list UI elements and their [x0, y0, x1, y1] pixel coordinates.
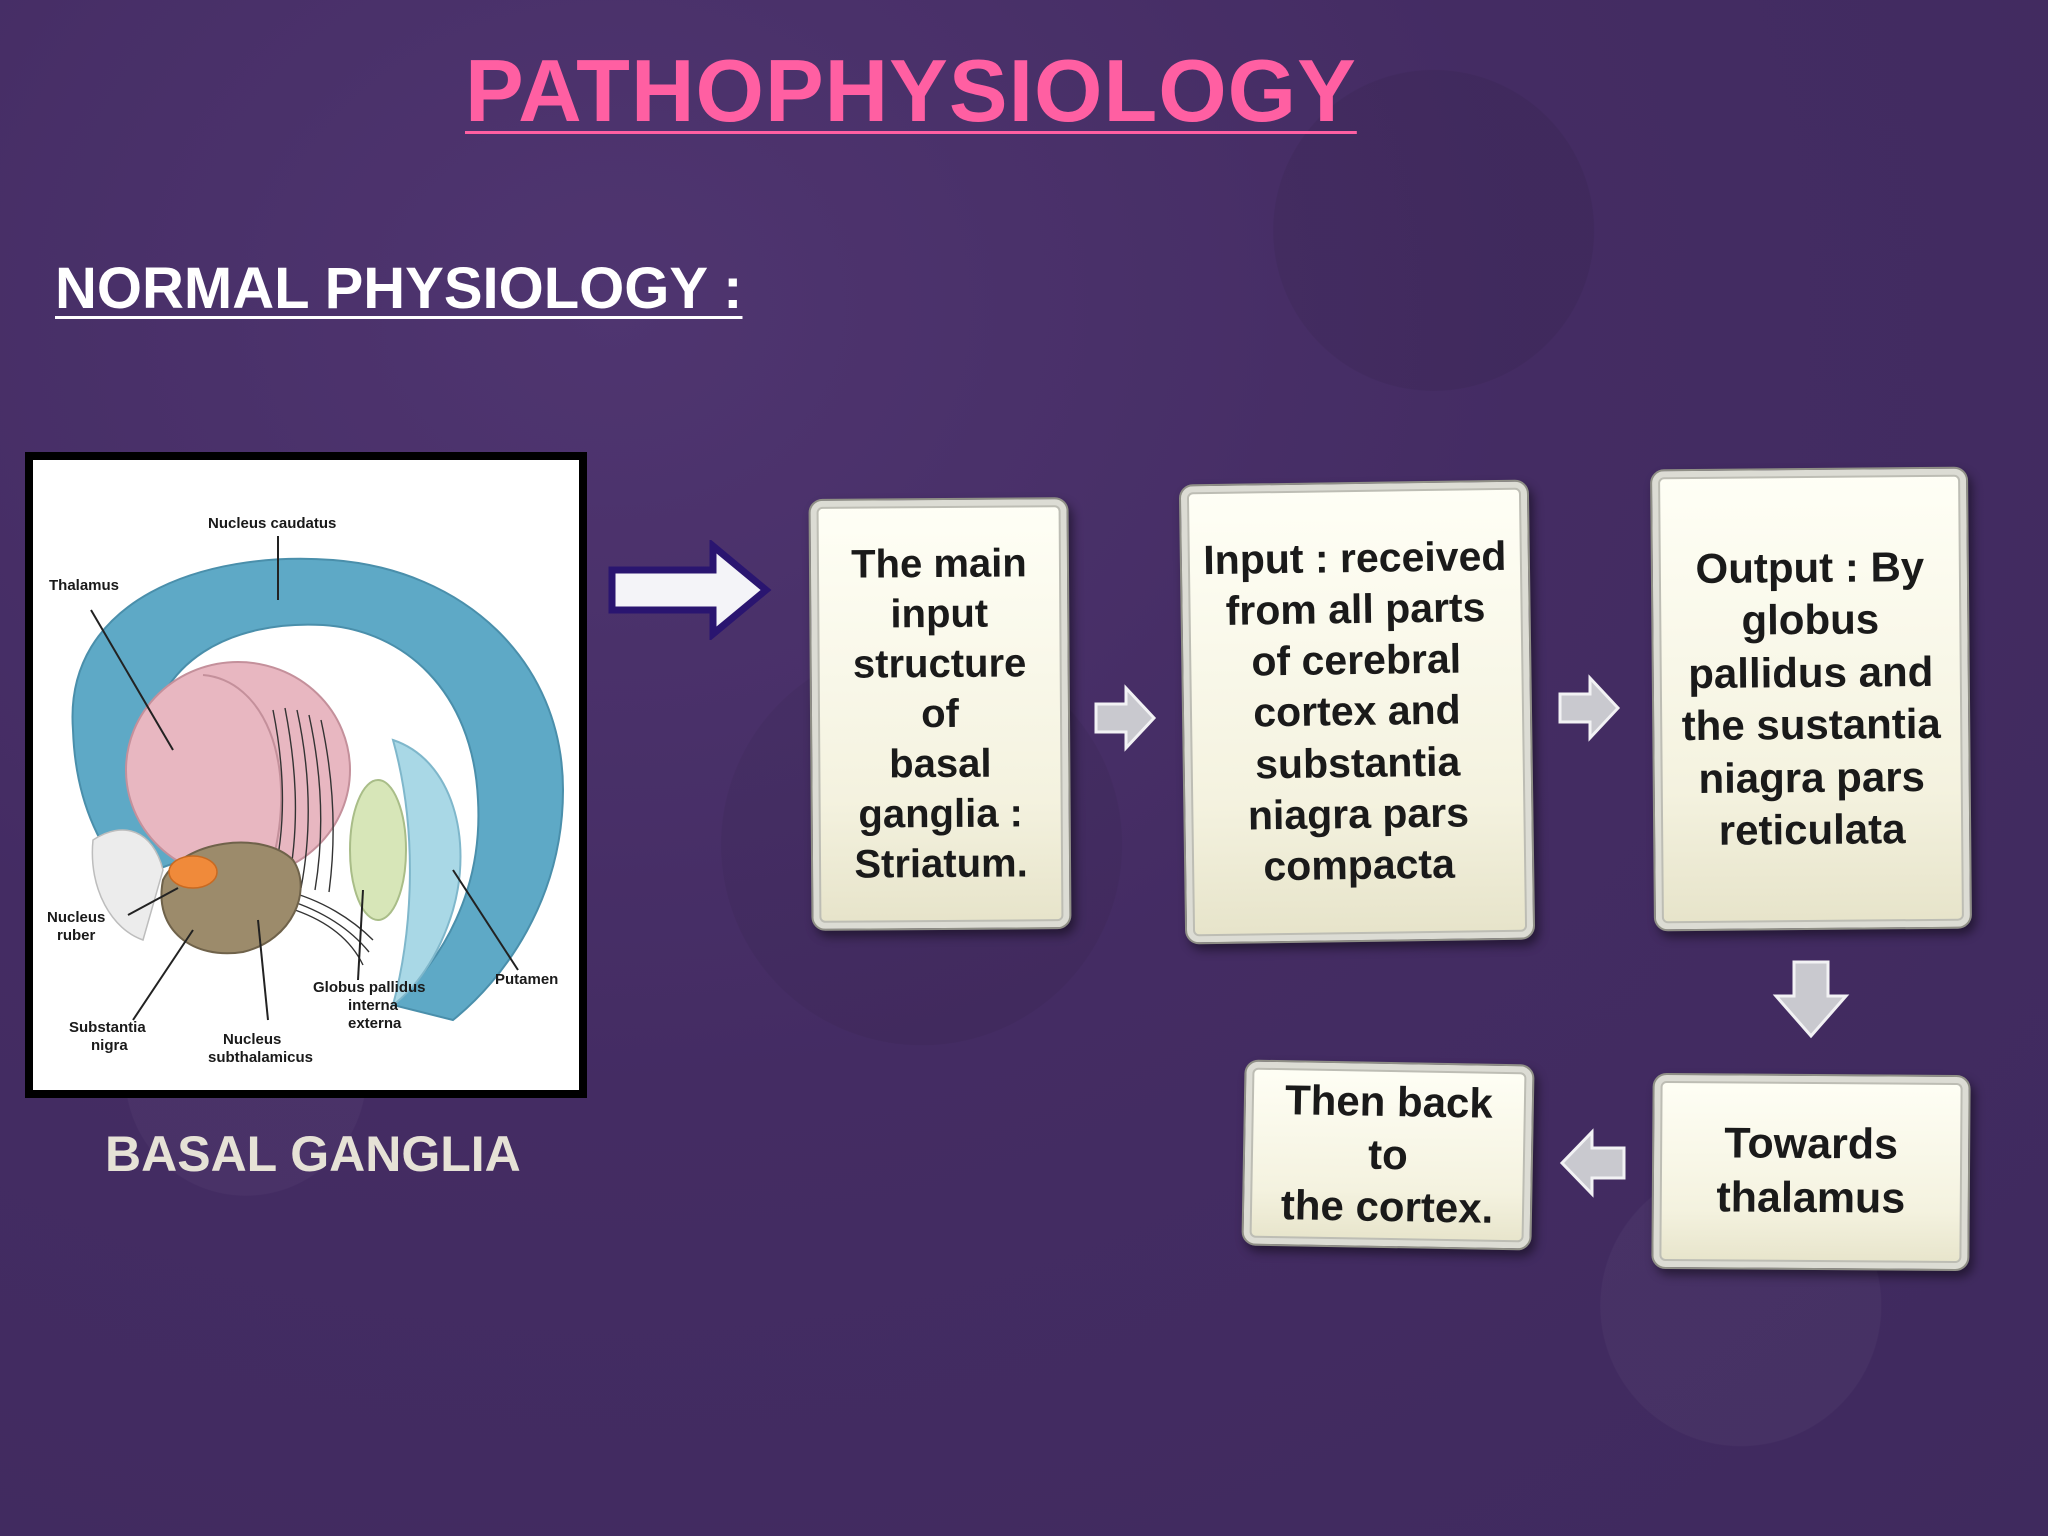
figure-caption: BASAL GANGLIA	[105, 1126, 521, 1182]
slide-title: PATHOPHYSIOLOGY	[465, 41, 1357, 140]
flow-box-output: Output : By globus pallidus and the sust…	[1649, 466, 1973, 932]
label-nucleus-subthalamicus-1: Nucleus	[223, 1031, 281, 1048]
label-nucleus-ruber-1: Nucleus	[47, 909, 105, 926]
flow-box-thalamus: Towards thalamus	[1651, 1072, 1971, 1272]
basal-ganglia-illustration: Nucleus caudatus Thalamus Nucleus ruber …	[47, 515, 565, 1066]
label-globus-pallidus-2: interna	[348, 997, 399, 1014]
flow-box-striatum: The main input structure of basal gangli…	[808, 497, 1072, 931]
label-substantia-nigra-2: nigra	[91, 1037, 128, 1054]
left-arrow-icon	[1559, 1128, 1626, 1198]
thalamus-contour	[202, 674, 283, 861]
right-arrow-icon	[1558, 674, 1621, 742]
flow-box-input: Input : received from all parts of cereb…	[1178, 479, 1536, 945]
label-nucleus-subthalamicus-2: subthalamicus	[208, 1049, 313, 1066]
globus-pallidus-shape	[349, 779, 407, 921]
section-heading: NORMAL PHYSIOLOGY :	[55, 256, 743, 321]
putamen-shape	[391, 738, 462, 1008]
right-arrow-icon	[608, 540, 772, 640]
flow-box-cortex: Then back to the cortex.	[1241, 1059, 1535, 1251]
label-globus-pallidus-3: externa	[348, 1015, 402, 1032]
label-globus-pallidus-1: Globus pallidus	[313, 979, 426, 996]
right-arrow-icon	[1094, 684, 1157, 752]
label-thalamus: Thalamus	[49, 577, 119, 594]
label-substantia-nigra-1: Substantia	[69, 1019, 146, 1036]
label-nucleus-ruber-2: ruber	[57, 927, 96, 944]
nucleus-ruber-shape	[168, 855, 218, 889]
brainstem-shape	[91, 829, 164, 941]
label-nucleus-caudatus: Nucleus caudatus	[208, 515, 336, 532]
down-arrow-icon	[1772, 960, 1850, 1039]
figure-canvas: Nucleus caudatus Thalamus Nucleus ruber …	[33, 460, 579, 1090]
leader-lines	[90, 536, 519, 1021]
basal-ganglia-figure: Nucleus caudatus Thalamus Nucleus ruber …	[25, 452, 587, 1098]
label-putamen: Putamen	[495, 971, 558, 988]
